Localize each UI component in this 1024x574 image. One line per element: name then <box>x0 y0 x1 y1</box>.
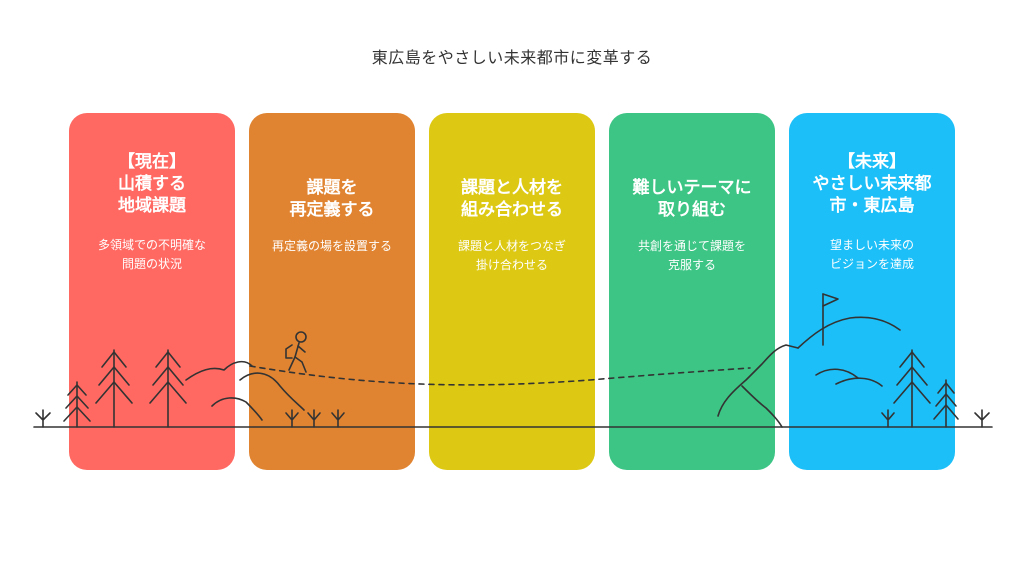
tree-icon <box>893 349 931 428</box>
step-description: 多領域での不明確な 問題の状況 <box>97 238 206 271</box>
step-heading: 難しいテーマに 取り組む <box>632 178 752 220</box>
step-description: 共創を通じて課題を 克服する <box>637 239 746 272</box>
grass-icon <box>307 409 321 428</box>
step-card-future: 【未来】 やさしい未来都 市・東広島 望ましい未来の ビジョンを達成 <box>789 113 955 470</box>
page-title: 東広島をやさしい未来都市に変革する <box>371 48 653 67</box>
grass-icon <box>331 409 345 428</box>
grass-icon <box>285 409 299 428</box>
step-card-redefine: 課題を 再定義する 再定義の場を設置する <box>249 113 415 470</box>
mountain-icon <box>185 360 305 421</box>
tree-icon <box>149 349 187 428</box>
step-card-tackle: 難しいテーマに 取り組む 共創を通じて課題を 克服する <box>609 113 775 470</box>
tree-icon <box>933 379 959 428</box>
tree-icon <box>95 349 133 428</box>
step-heading: 【現在】 山積する 地域課題 <box>118 152 186 216</box>
step-description: 望ましい未来の ビジョンを達成 <box>829 238 914 271</box>
grass-icon <box>881 409 895 428</box>
step-heading: 課題を 再定義する <box>289 178 375 220</box>
step-heading: 【未来】 やさしい未来都 市・東広島 <box>812 152 932 216</box>
step-card-combine: 課題と人材を 組み合わせる 課題と人材をつなぎ 掛け合わせる <box>429 113 595 470</box>
journey-path <box>249 365 751 386</box>
step-heading: 課題と人材を 組み合わせる <box>461 178 563 220</box>
step-description: 課題と人材をつなぎ 掛け合わせる <box>457 239 566 272</box>
hiker-icon <box>285 331 307 373</box>
tree-icon <box>63 381 91 428</box>
step-card-current: 【現在】 山積する 地域課題 多領域での不明確な 問題の状況 <box>69 113 235 470</box>
flag-icon <box>822 293 839 346</box>
grass-icon <box>35 409 51 428</box>
grass-icon <box>974 409 990 428</box>
step-description: 再定義の場を設置する <box>271 239 392 253</box>
mountain-icon <box>717 316 901 428</box>
